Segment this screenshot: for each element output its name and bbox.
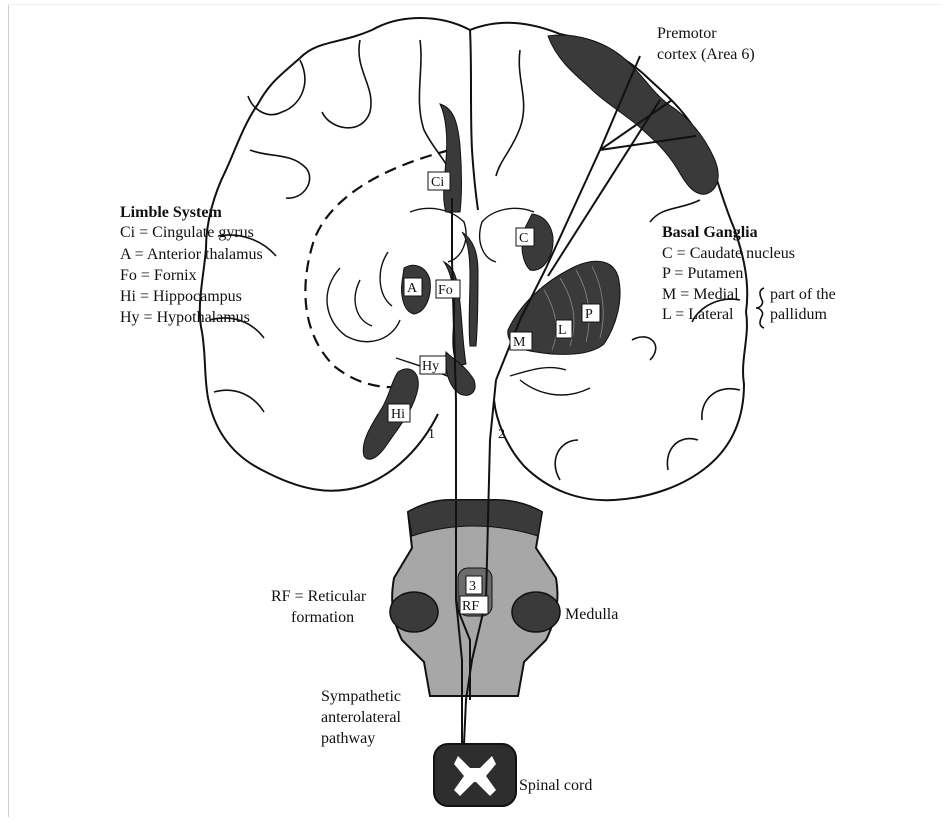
label-path-2: 2 bbox=[498, 427, 505, 442]
basal-legend-item: M = Medial bbox=[662, 285, 739, 305]
pallidum-brace bbox=[756, 288, 764, 328]
limbic-legend-item: Hi = Hippocampus bbox=[120, 287, 242, 307]
limbic-legend-item: Ci = Cingulate gyrus bbox=[120, 223, 254, 243]
medulla-label: Medulla bbox=[565, 605, 618, 625]
label-fo: Fo bbox=[438, 283, 453, 298]
basal-legend-item: L = Lateral bbox=[662, 305, 734, 325]
label-m: M bbox=[513, 335, 526, 350]
basal-brace-text: pallidum bbox=[770, 305, 827, 325]
basal-legend-heading: Basal Ganglia bbox=[662, 223, 758, 243]
label-p: P bbox=[585, 307, 593, 322]
rf-legend-line-1: RF = Reticular bbox=[271, 587, 366, 607]
basal-legend-item: P = Putamen bbox=[662, 264, 743, 284]
limbic-legend-heading: Limble System bbox=[120, 203, 222, 223]
limbic-legend-item: A = Anterior thalamus bbox=[120, 245, 263, 265]
spinal-cord-label: Spinal cord bbox=[519, 776, 592, 796]
midline-dark-core bbox=[462, 232, 478, 346]
label-ci: Ci bbox=[431, 175, 444, 190]
label-hy: Hy bbox=[422, 359, 439, 374]
premotor-label-line-1: Premotor bbox=[657, 24, 717, 44]
sympathetic-label-line-2: anterolateral bbox=[321, 708, 401, 728]
label-a: A bbox=[407, 281, 418, 296]
basal-brace-text: part of the bbox=[770, 285, 836, 305]
label-path-1: 1 bbox=[428, 427, 435, 442]
label-l: L bbox=[558, 323, 567, 338]
sympathetic-label-line-1: Sympathetic bbox=[321, 687, 401, 707]
label-3: 3 bbox=[469, 579, 476, 594]
rf-legend-line-2: formation bbox=[291, 608, 354, 628]
limbic-legend-item: Hy = Hypothalamus bbox=[120, 308, 250, 328]
cingulate-gyrus bbox=[440, 104, 462, 212]
spinal-cord-shape bbox=[434, 744, 516, 806]
basal-legend-item: C = Caudate nucleus bbox=[662, 244, 795, 264]
label-rf: RF bbox=[462, 599, 479, 614]
sympathetic-label-line-3: pathway bbox=[321, 729, 375, 749]
premotor-label-line-2: cortex (Area 6) bbox=[657, 45, 755, 65]
limbic-legend-item: Fo = Fornix bbox=[120, 266, 197, 286]
label-hi: Hi bbox=[391, 407, 405, 422]
label-c: C bbox=[519, 231, 528, 246]
